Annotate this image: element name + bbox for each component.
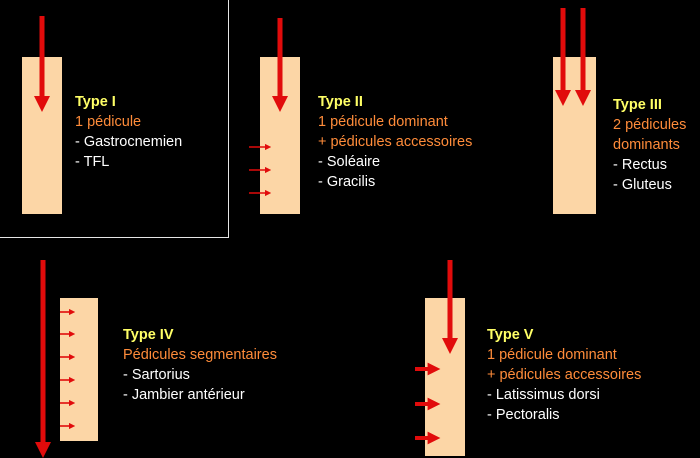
example-muscle: - Soléaire <box>318 154 381 170</box>
example-muscle: - Gluteus <box>613 177 672 193</box>
type-description: Pédicules segmentaires <box>123 347 277 363</box>
type-description: 1 pédicule dominant <box>487 347 617 363</box>
type-i-label: Type I 1 pédicule - Gastrocnemien - TFL <box>75 92 182 172</box>
example-muscle: - Gracilis <box>318 174 376 190</box>
type-iii-label: Type III 2 pédicules dominants - Rectus … <box>613 95 686 195</box>
type-title: Type V <box>487 327 534 343</box>
type-title: Type II <box>318 94 363 110</box>
type-description: 2 pédicules <box>613 117 687 133</box>
type-description: + pédicules accessoires <box>487 367 642 383</box>
example-muscle: - TFL <box>75 154 110 170</box>
type-description: dominants <box>613 137 680 153</box>
type-i-highlight-frame <box>0 0 229 238</box>
type-description: 1 pédicule dominant <box>318 114 448 130</box>
example-muscle: - Latissimus dorsi <box>487 387 600 403</box>
type-v-label: Type V 1 pédicule dominant + pédicules a… <box>487 325 641 425</box>
example-muscle: - Jambier antérieur <box>123 387 245 403</box>
example-muscle: - Sartorius <box>123 367 190 383</box>
example-muscle: - Rectus <box>613 157 667 173</box>
example-muscle: - Pectoralis <box>487 407 560 423</box>
type-title: Type IV <box>123 327 174 343</box>
type-description: 1 pédicule <box>75 114 142 130</box>
type-description: + pédicules accessoires <box>318 134 473 150</box>
muscle-type-v <box>425 298 465 456</box>
type-iv-label: Type IV Pédicules segmentaires - Sartori… <box>123 325 277 405</box>
muscle-type-iv <box>60 298 98 441</box>
example-muscle: - Gastrocnemien <box>75 134 183 150</box>
type-title: Type III <box>613 97 662 113</box>
type-title: Type I <box>75 94 116 110</box>
muscle-type-iii <box>553 57 596 214</box>
type-ii-label: Type II 1 pédicule dominant + pédicules … <box>318 92 472 192</box>
